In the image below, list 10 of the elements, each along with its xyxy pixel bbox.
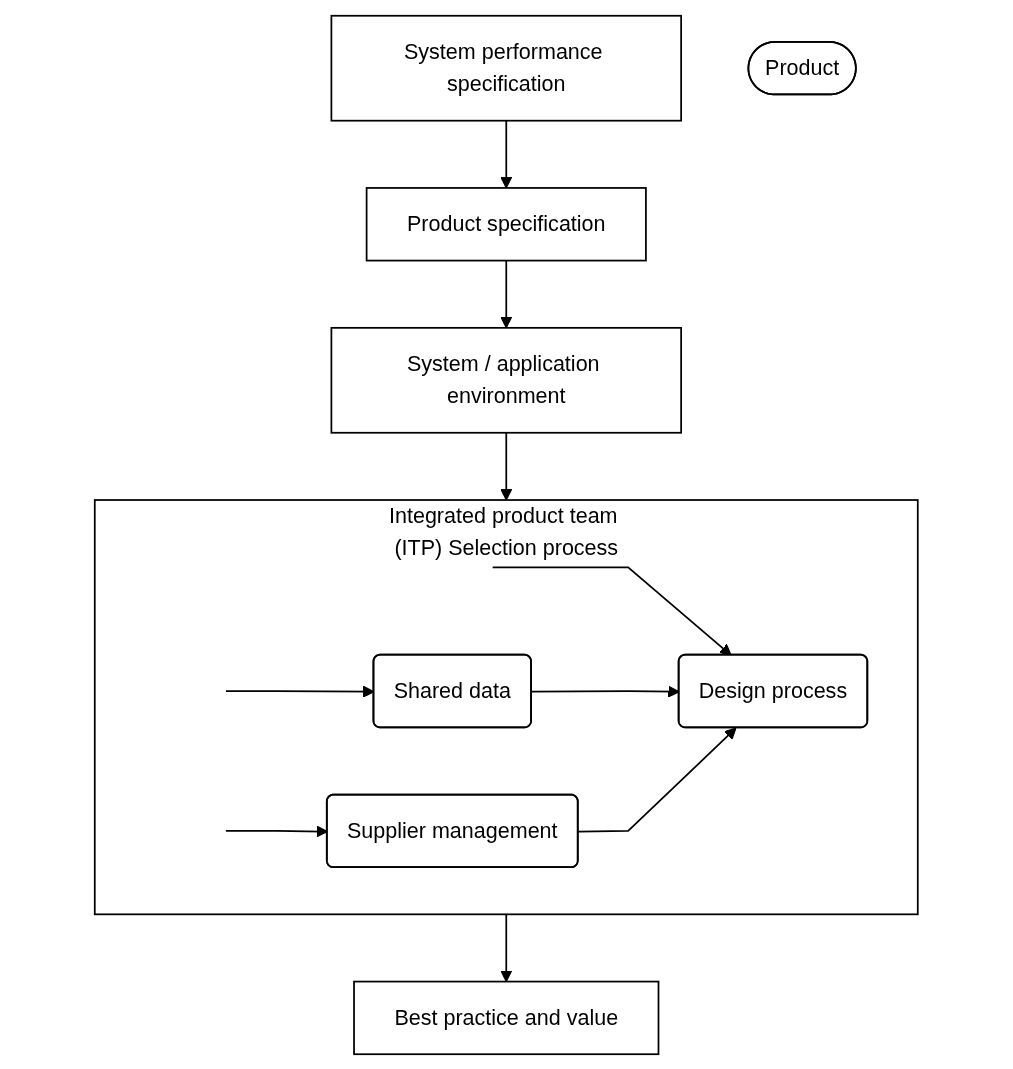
arrow	[577, 727, 737, 832]
arrow	[500, 912, 513, 982]
node-box: System performance specification	[330, 14, 683, 122]
arrow	[500, 431, 513, 501]
arrow	[500, 259, 513, 328]
node-box: Product specification	[365, 186, 648, 261]
node-box: System / application environment	[330, 326, 683, 434]
arrow	[492, 565, 732, 656]
node-box: Best practice and value	[353, 980, 660, 1055]
arrow	[500, 119, 513, 188]
